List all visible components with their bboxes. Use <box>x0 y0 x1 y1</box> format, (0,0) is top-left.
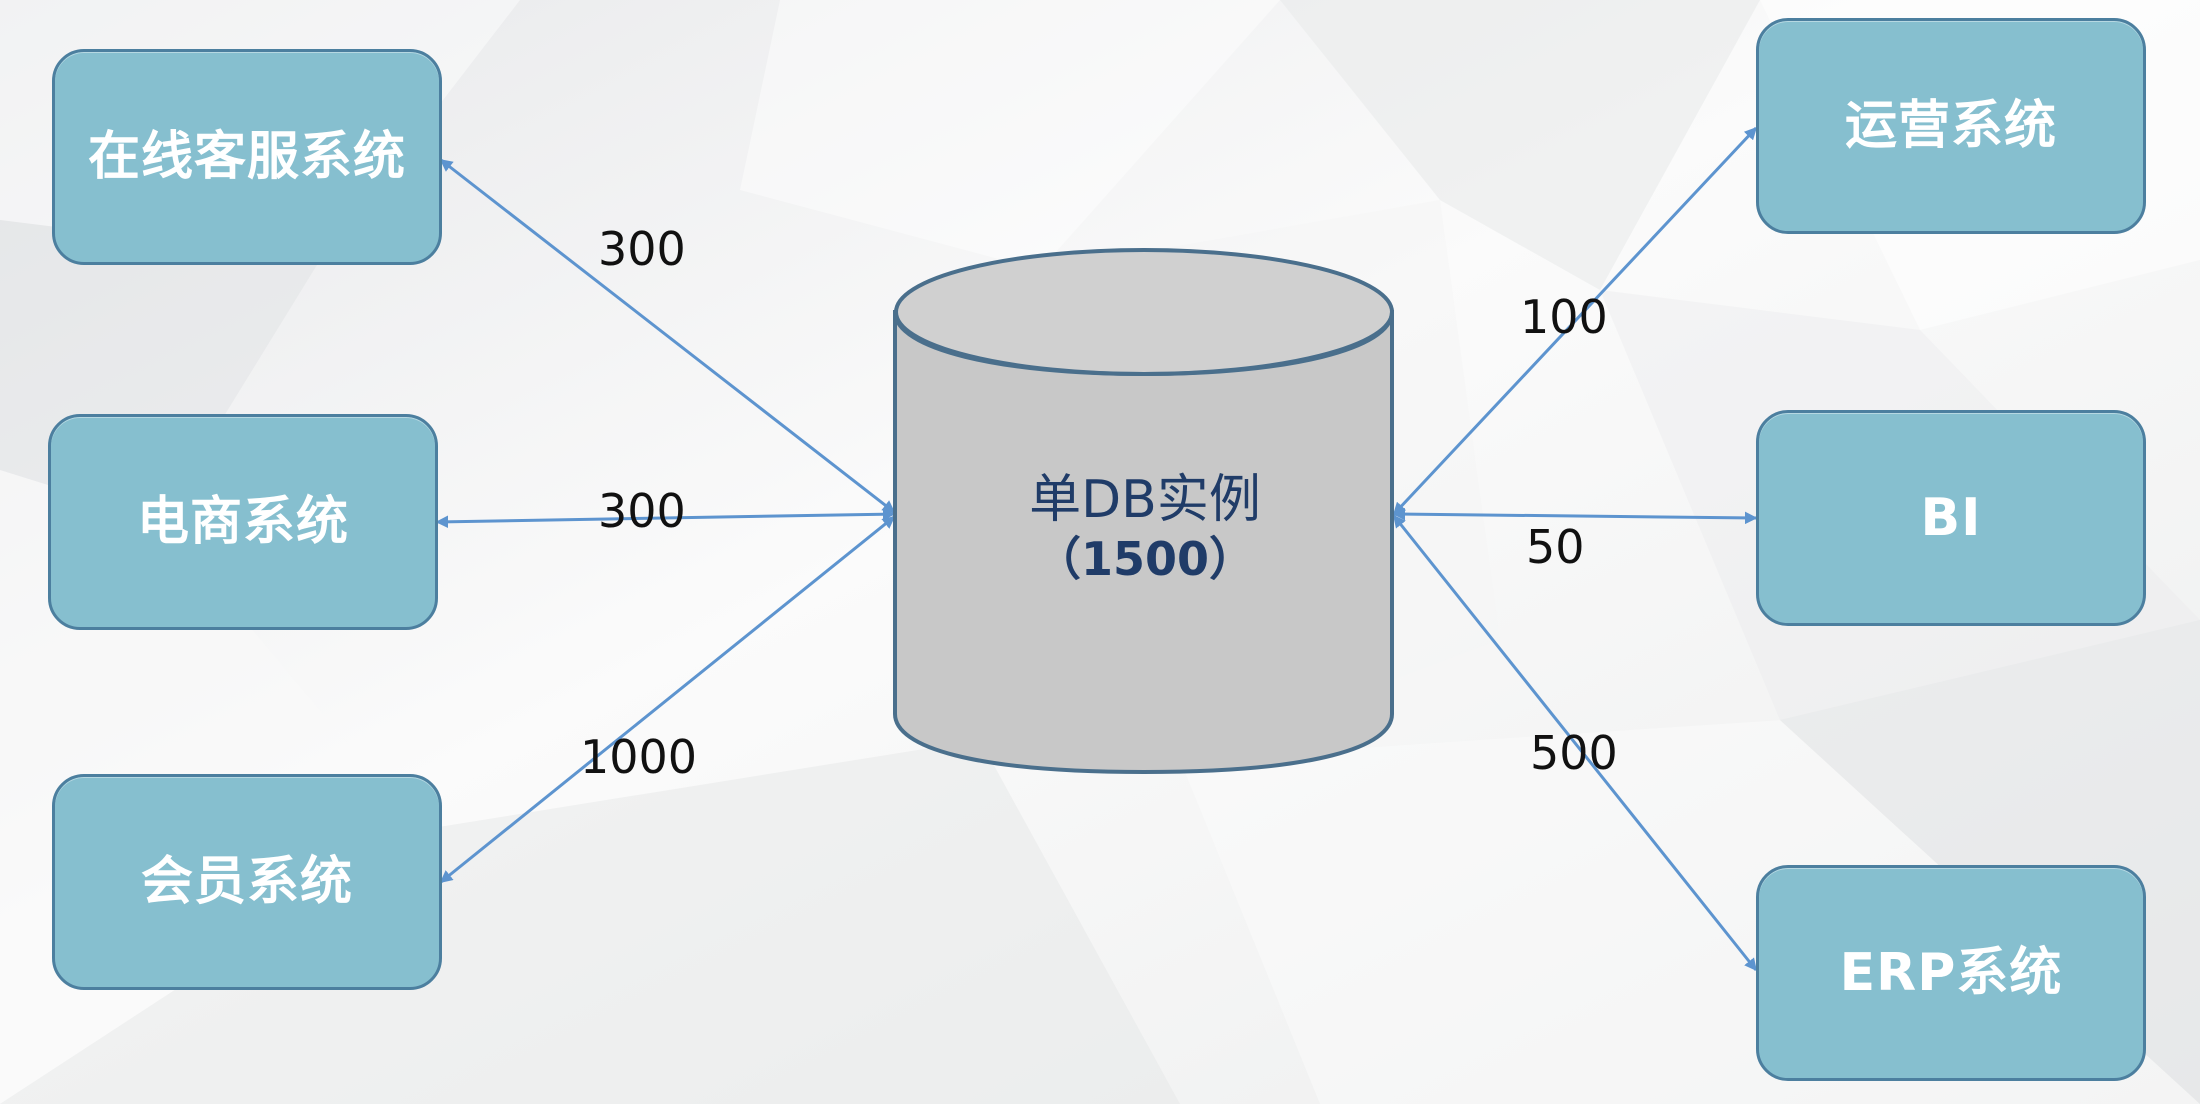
erp-system-node: ERP系统 <box>1756 865 2146 1081</box>
online-service-link-value: 300 <box>598 222 686 276</box>
connector-db-bi <box>1392 507 1758 525</box>
ecommerce-link-value: 300 <box>598 484 686 538</box>
connector-db-operations <box>1392 126 1758 516</box>
erp-link-value: 500 <box>1530 726 1618 780</box>
member-system-node: 会员系统 <box>52 774 442 990</box>
database-cylinder <box>893 248 1394 775</box>
operations-link-value: 100 <box>1520 290 1608 344</box>
ecommerce-system-label: 电商系统 <box>136 491 349 552</box>
operations-system-label: 运营系统 <box>1844 95 2057 156</box>
connector-online-service-db <box>439 158 896 514</box>
online-customer-service-system-label: 在线客服系统 <box>87 126 406 187</box>
database-top <box>894 248 1394 376</box>
online-customer-service-system-node: 在线客服系统 <box>52 49 442 265</box>
bi-node: BI <box>1756 410 2146 626</box>
bi-link-value: 50 <box>1526 520 1585 574</box>
connector-member-db <box>439 515 896 884</box>
member-link-value: 1000 <box>580 730 698 784</box>
bi-label: BI <box>1920 487 1982 548</box>
erp-system-label: ERP系统 <box>1839 942 2063 1003</box>
connector-db-erp <box>1392 514 1758 972</box>
ecommerce-system-node: 电商系统 <box>48 414 438 630</box>
database-top-rim <box>893 311 1394 377</box>
member-system-label: 会员系统 <box>140 851 353 912</box>
database-body <box>893 310 1394 775</box>
operations-system-node: 运营系统 <box>1756 18 2146 234</box>
